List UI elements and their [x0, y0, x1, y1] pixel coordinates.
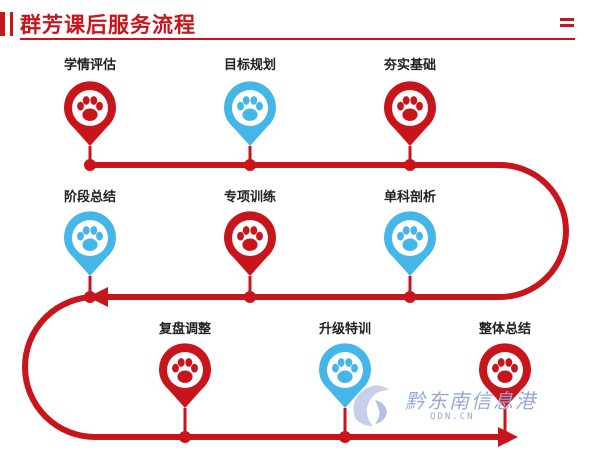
- path-node: [244, 291, 256, 303]
- pin-inner-circle: [72, 90, 108, 126]
- page-title: 群芳课后服务流程: [20, 13, 196, 37]
- watermark-url: QDN.CN: [430, 412, 475, 422]
- watermark-text: 黔东南信息港: [405, 389, 537, 413]
- step-pin-6: [383, 211, 437, 303]
- pin-inner-circle: [487, 352, 523, 388]
- pin-inner-circle: [327, 352, 363, 388]
- menu-icon[interactable]: [560, 18, 574, 28]
- step-label-9: 整体总结: [478, 322, 531, 337]
- step-label-6: 单科剖析: [383, 190, 436, 205]
- step-label-3: 夯实基础: [383, 58, 436, 73]
- pin-inner-circle: [72, 220, 108, 256]
- pin-inner-circle: [392, 90, 428, 126]
- step-label-4: 阶段总结: [63, 190, 116, 205]
- path-node: [84, 159, 96, 171]
- path-node: [499, 431, 511, 443]
- step-pin-4: [64, 211, 117, 303]
- step-pin-5: [224, 211, 276, 303]
- step-label-8: 升级特训: [318, 322, 371, 337]
- step-pin-7: [159, 343, 212, 443]
- step-label-1: 学情评估: [63, 58, 116, 73]
- path-node: [179, 431, 191, 443]
- step-label-2: 目标规划: [223, 58, 276, 73]
- step-pin-9: [479, 343, 531, 443]
- path-node: [404, 291, 416, 303]
- path-node: [244, 159, 256, 171]
- watermark-logo-icon: [353, 385, 389, 426]
- path-node: [404, 159, 416, 171]
- path-node: [339, 431, 351, 443]
- path-node: [84, 291, 96, 303]
- step-pin-3: [383, 81, 437, 171]
- step-label-5: 专项训练: [223, 190, 276, 205]
- step-pin-8: [319, 343, 371, 443]
- step-label-7: 复盘调整: [158, 322, 211, 337]
- pin-inner-circle: [167, 352, 203, 388]
- step-pin-2: [224, 81, 276, 171]
- header-accent-bar-thin: [10, 12, 13, 36]
- flow-arrow-left: [88, 287, 108, 307]
- header-underline: [20, 38, 575, 40]
- pin-inner-circle: [232, 90, 268, 126]
- header-accent-bar: [0, 12, 5, 36]
- pin-inner-circle: [232, 220, 268, 256]
- step-pin-1: [64, 81, 116, 171]
- pin-inner-circle: [392, 220, 428, 256]
